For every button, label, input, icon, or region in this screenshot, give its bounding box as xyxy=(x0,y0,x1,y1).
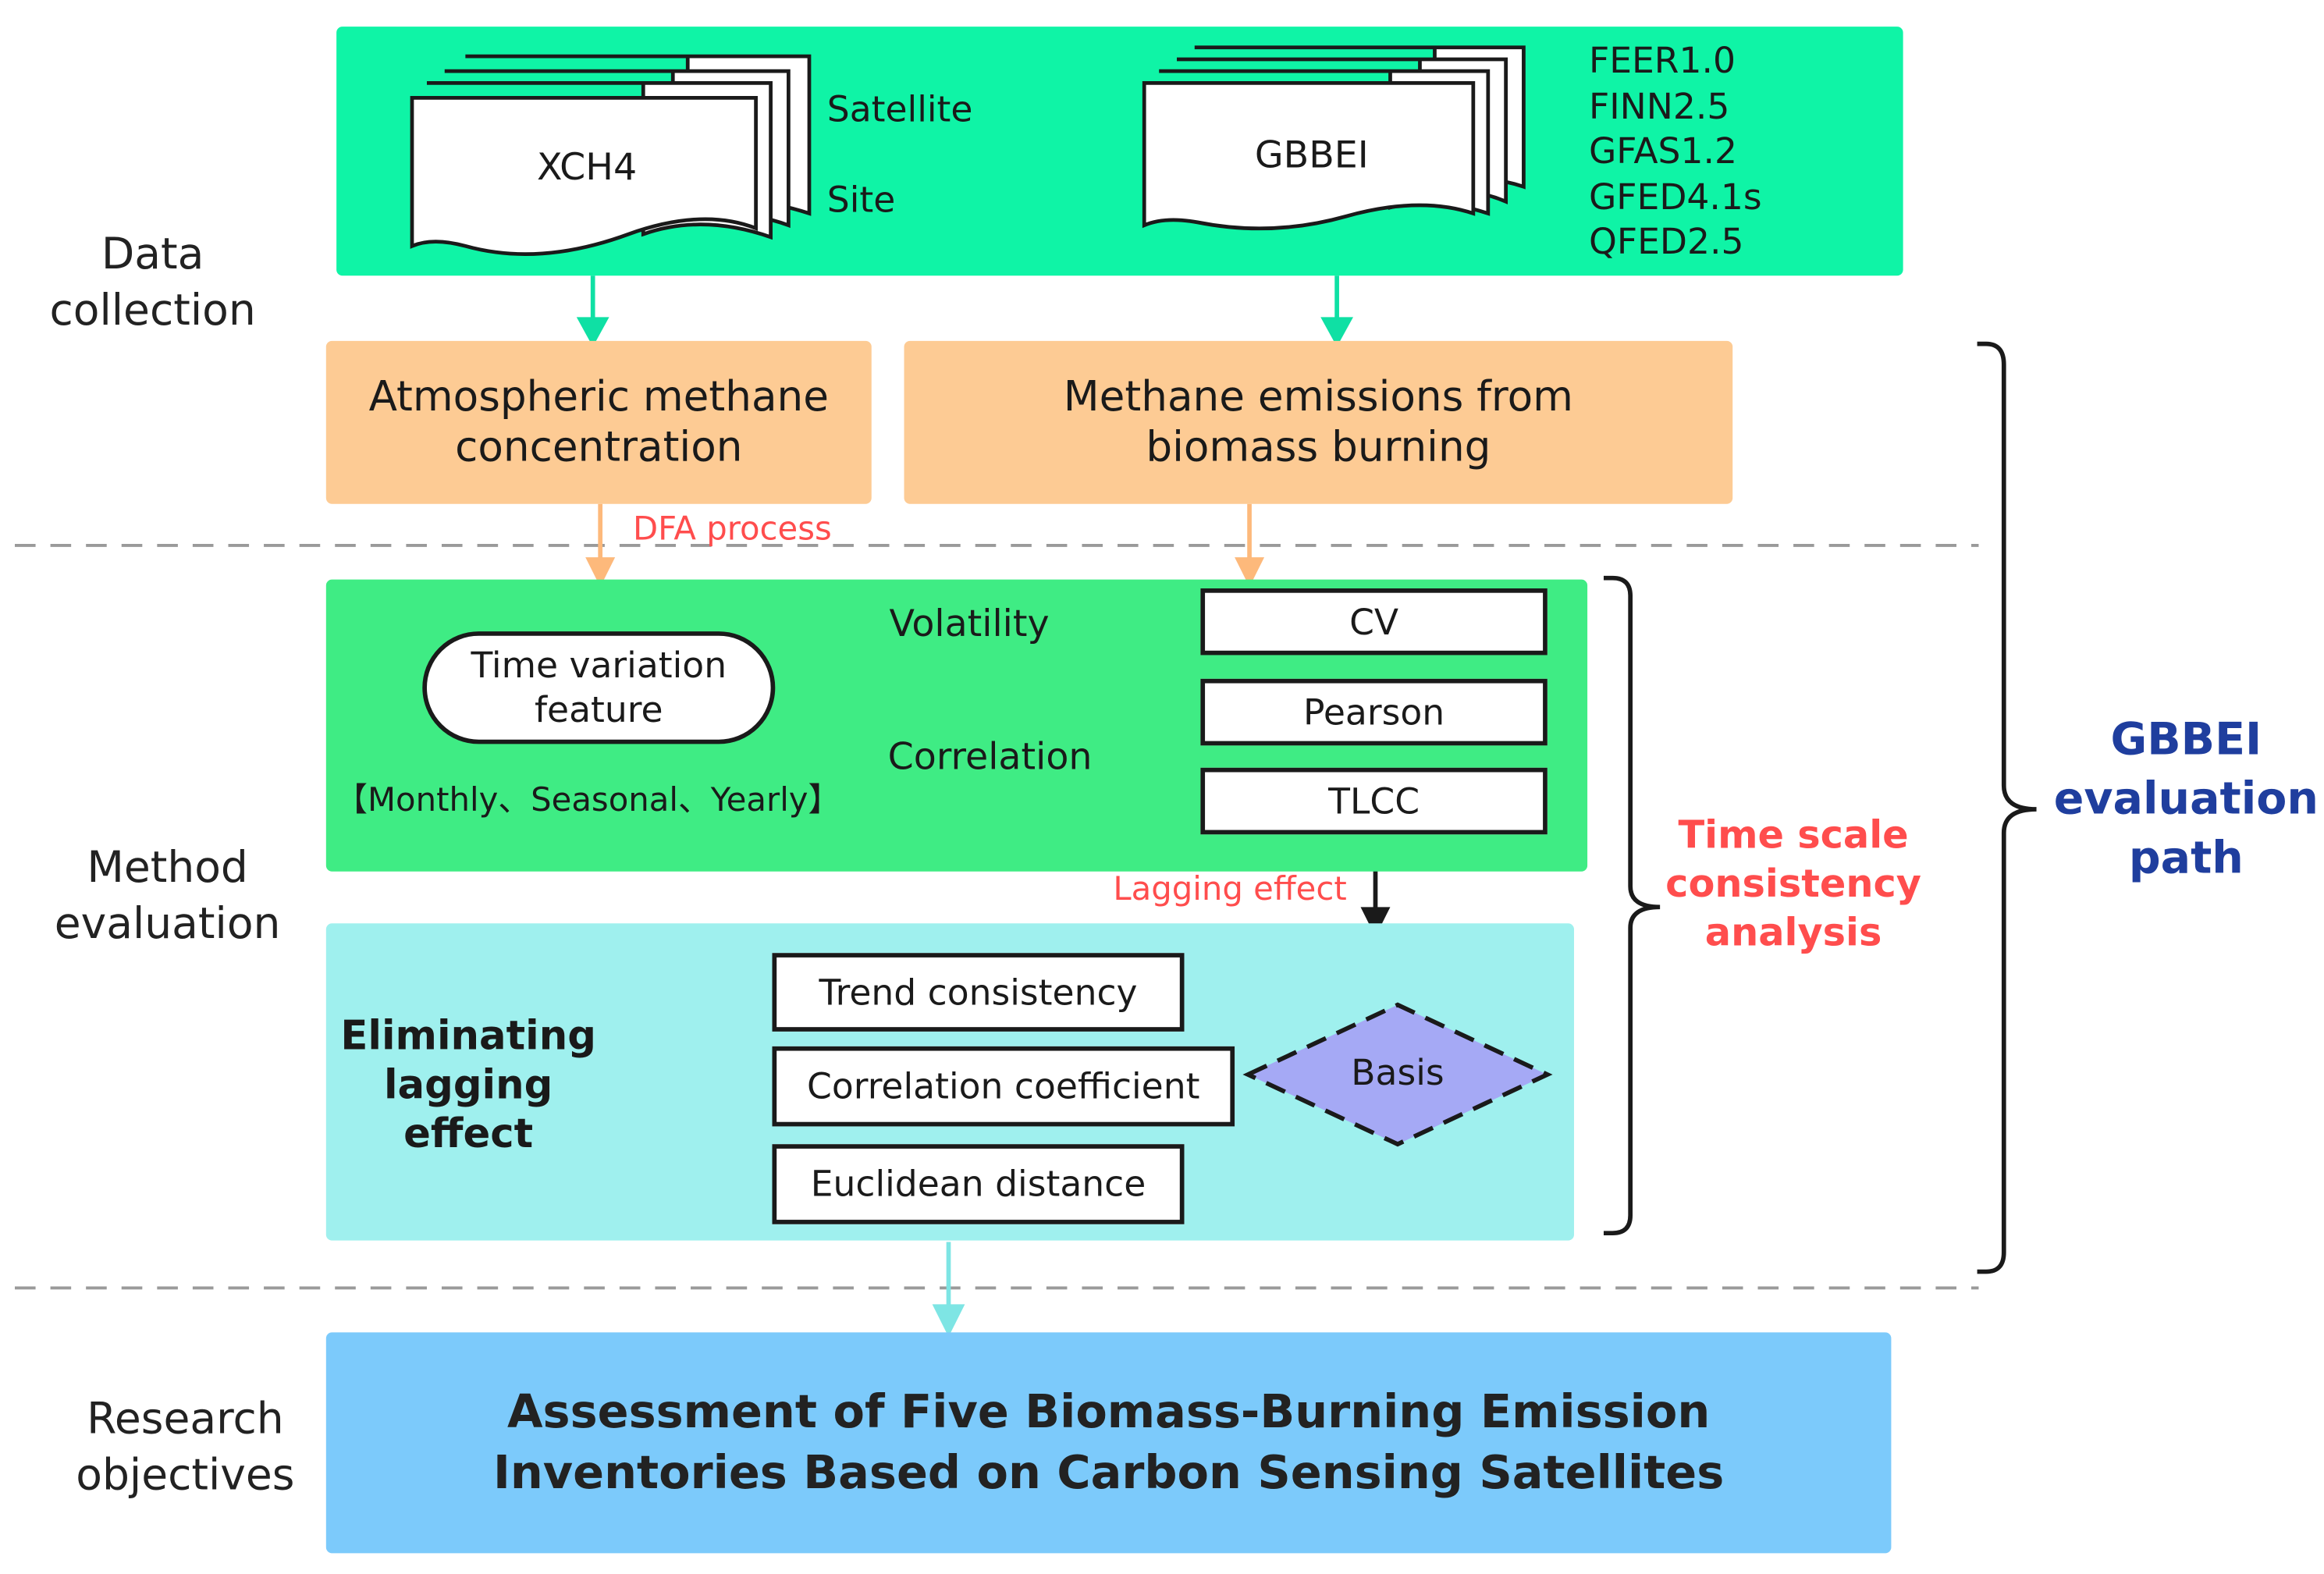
research-objective-text: Assessment of Five Biomass-Burning Emiss… xyxy=(492,1384,1725,1500)
arrow-gbbei-down xyxy=(1320,317,1354,347)
eliminating-lagging-title: Eliminating lagging effect xyxy=(340,1013,596,1157)
inventory-item: GFED4.1s xyxy=(1588,176,1762,218)
arrow-lagging xyxy=(1360,907,1391,937)
cv-box: CV xyxy=(1200,588,1548,656)
gbbei-document-stack-icon xyxy=(1142,45,1526,231)
arrow-to-objective xyxy=(932,1304,965,1338)
stage-label-data-collection: Data collection xyxy=(49,228,256,336)
stage-label-method-evaluation: Method evaluation xyxy=(54,841,281,949)
xch4-source-satellite: Satellite xyxy=(826,88,973,131)
gbbei-evaluation-path-label: GBBEI evaluation path xyxy=(2053,714,2319,885)
basis-label: Basis xyxy=(1351,1052,1445,1094)
xch4-label: XCH4 xyxy=(537,144,638,188)
inventory-item: GFAS1.2 xyxy=(1588,130,1737,172)
correlation-label: Correlation xyxy=(887,735,1093,779)
methane-emissions-label: Methane emissions from biomass burning xyxy=(1063,371,1573,471)
xch4-document-stack-icon xyxy=(410,54,812,256)
volatility-label: Volatility xyxy=(889,602,1050,645)
inventory-item: FEER1.0 xyxy=(1588,40,1736,82)
pearson-box: Pearson xyxy=(1200,678,1548,746)
gbbei-label: GBBEI xyxy=(1254,132,1369,176)
inventory-item: QFED2.5 xyxy=(1588,220,1744,263)
correlation-coefficient-box: Correlation coefficient xyxy=(772,1046,1235,1127)
tlcc-label: TLCC xyxy=(1328,780,1420,823)
euclidean-distance-box: Euclidean distance xyxy=(772,1144,1185,1224)
tlcc-box: TLCC xyxy=(1200,767,1548,835)
time-variation-oval: Time variation feature xyxy=(422,631,776,744)
inventory-list: FEER1.0 FINN2.5 GFAS1.2 GFED4.1s QFED2.5 xyxy=(1589,38,1762,265)
bracket-gbbei-path xyxy=(1977,341,2037,1274)
arrow-dfa xyxy=(585,557,616,588)
correlation-coefficient-label: Correlation coefficient xyxy=(807,1065,1200,1107)
methane-emissions-box: Methane emissions from biomass burning xyxy=(904,340,1733,504)
arrow-xch4-down xyxy=(576,317,609,347)
arrow-emissions-down xyxy=(1235,557,1265,588)
atmospheric-methane-box: Atmospheric methane concentration xyxy=(325,340,872,504)
research-objective-box: Assessment of Five Biomass-Burning Emiss… xyxy=(325,1332,1892,1554)
dfa-process-label: DFA process xyxy=(632,511,832,549)
xch4-source-site: Site xyxy=(826,179,896,221)
bracket-time-scale xyxy=(1603,575,1661,1236)
pearson-label: Pearson xyxy=(1303,691,1445,734)
atmospheric-methane-label: Atmospheric methane concentration xyxy=(368,371,829,471)
cv-label: CV xyxy=(1349,601,1399,643)
inventory-item: FINN2.5 xyxy=(1588,85,1730,127)
time-scales-label: 【Monthly、Seasonal、Yearly】 xyxy=(335,782,841,820)
lagging-effect-label: Lagging effect xyxy=(1113,871,1347,909)
stage-label-research-objectives: Research objectives xyxy=(76,1393,295,1501)
trend-consistency-box: Trend consistency xyxy=(772,953,1185,1032)
time-scale-consistency-label: Time scale consistency analysis xyxy=(1665,813,1921,957)
basis-diamond xyxy=(1242,1002,1553,1147)
time-variation-label: Time variation feature xyxy=(471,645,727,731)
euclidean-distance-label: Euclidean distance xyxy=(810,1163,1146,1206)
trend-consistency-label: Trend consistency xyxy=(819,971,1138,1014)
